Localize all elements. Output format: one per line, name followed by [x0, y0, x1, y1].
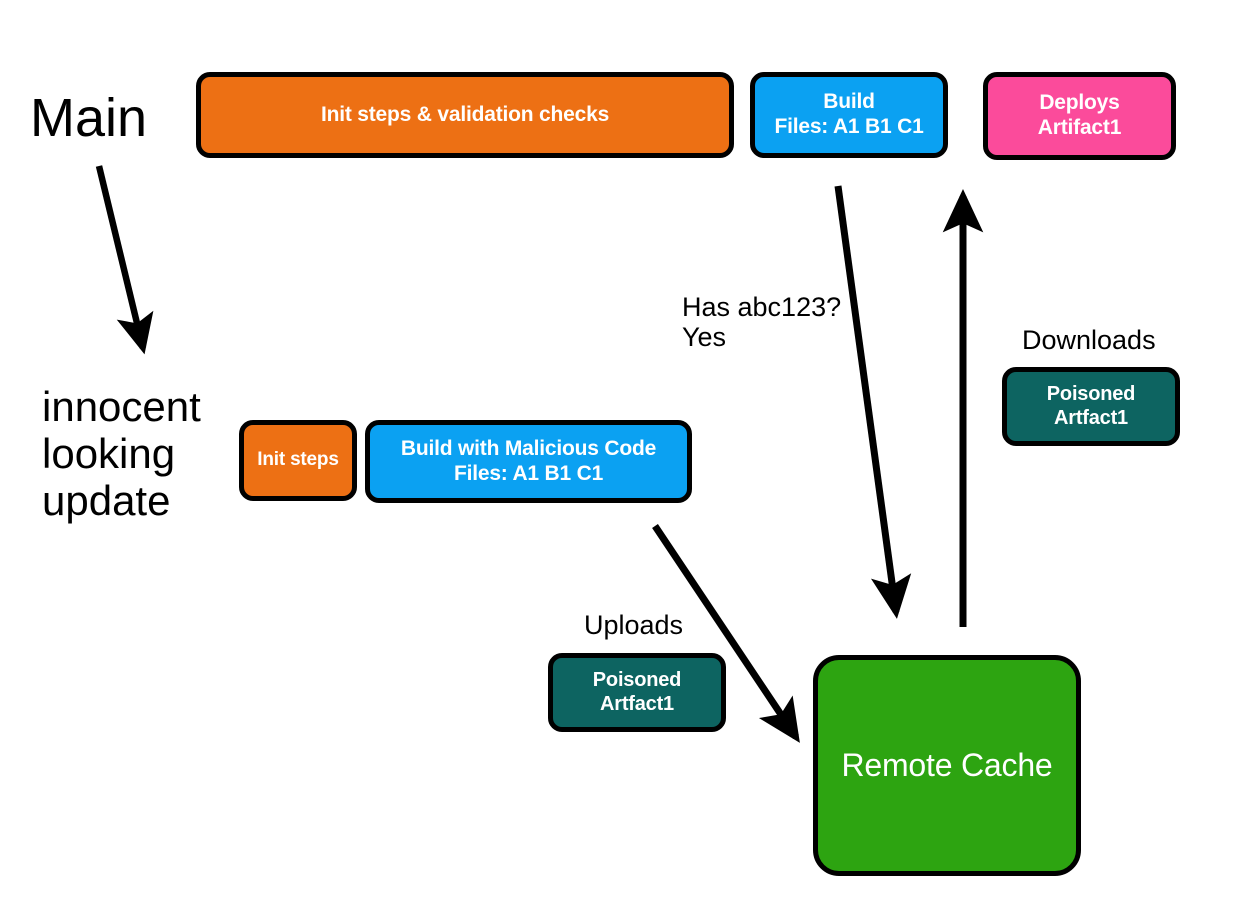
edge-label-downloads: Downloads — [1022, 325, 1156, 355]
node-poisoned-artifact-uploaded[interactable]: Poisoned Artfact1 — [548, 653, 726, 732]
node-poisoned-artifact-downloaded[interactable]: Poisoned Artfact1 — [1002, 367, 1180, 446]
node-build-with-malicious-code[interactable]: Build with Malicious Code Files: A1 B1 C… — [365, 420, 692, 503]
node-deploys-artifact[interactable]: Deploys Artifact1 — [983, 72, 1176, 160]
node-remote-cache[interactable]: Remote Cache — [813, 655, 1081, 876]
branch-label-malicious: innocent looking update — [42, 383, 201, 525]
arrow-build-to-cache-query — [834, 185, 912, 619]
node-init-steps[interactable]: Init steps — [239, 420, 357, 501]
arrow-main-to-update — [95, 165, 154, 355]
edge-label-uploads: Uploads — [584, 610, 684, 640]
node-build-main[interactable]: Build Files: A1 B1 C1 — [750, 72, 948, 158]
branch-label-main: Main — [30, 88, 148, 148]
node-init-steps-validation-checks[interactable]: Init steps & validation checks — [196, 72, 734, 158]
edge-label-cache-query: Has abc123? Yes — [682, 292, 842, 353]
